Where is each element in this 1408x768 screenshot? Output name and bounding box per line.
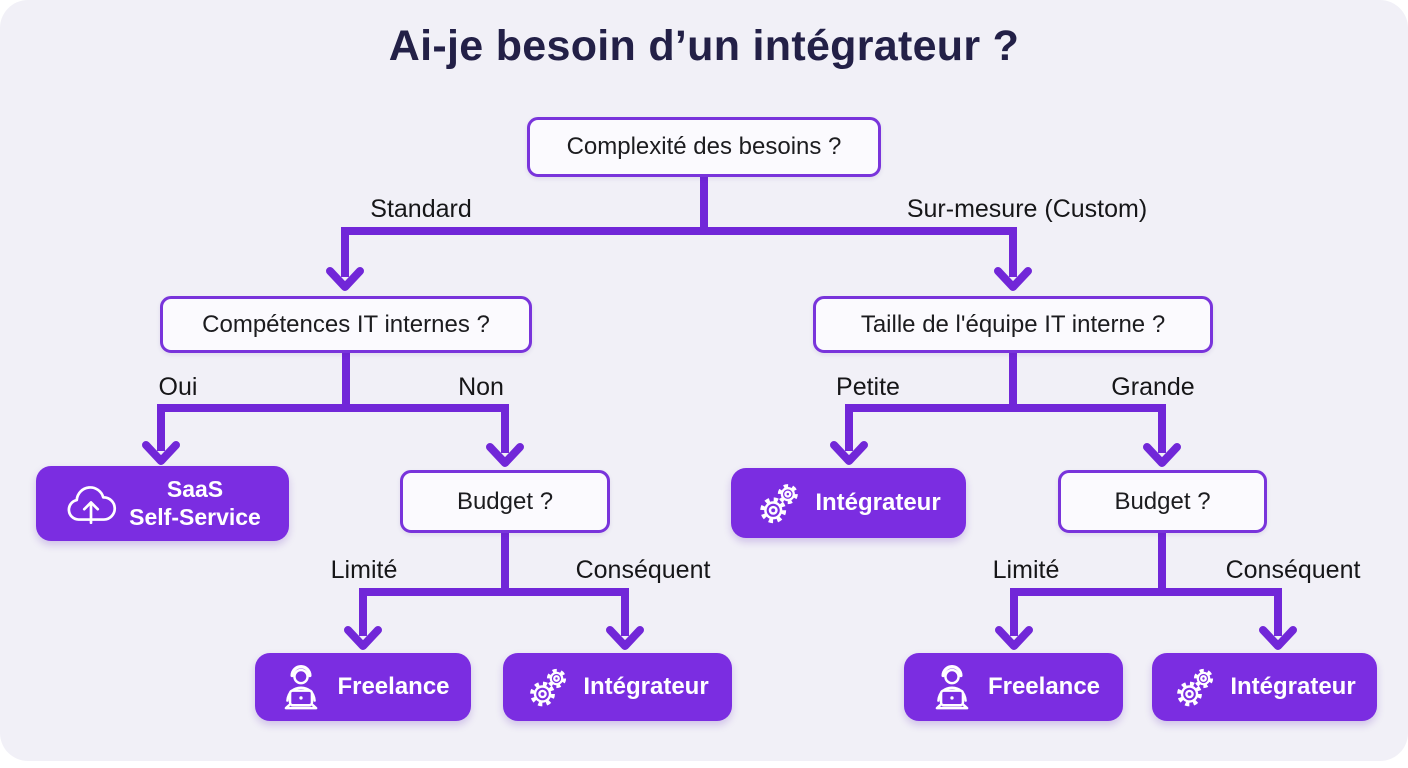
node-label: Compétences IT internes ?: [202, 310, 490, 338]
branch-label-consequent-right: Conséquent: [1225, 556, 1361, 584]
node-taille-equipe-it: Taille de l'équipe IT interne ?: [813, 296, 1213, 353]
branch-label-grande: Grande: [1111, 373, 1195, 401]
root-branches: [326, 177, 1032, 291]
gears-icon: [530, 668, 567, 707]
outcome-label: Freelance: [987, 673, 1101, 700]
outcome-saas-self-service: SaaS Self-Service: [36, 466, 289, 541]
branch-label-standard: Standard: [370, 195, 472, 223]
outcome-label: Intégrateur: [583, 673, 709, 700]
branch-label-consequent-left: Conséquent: [575, 556, 711, 584]
node-label: Budget ?: [1114, 487, 1211, 515]
branch-label-non: Non: [458, 373, 504, 401]
outcome-label: Freelance: [337, 673, 450, 700]
freelancer-laptop-icon: [285, 665, 318, 710]
node-budget-right: Budget ?: [1058, 470, 1267, 533]
node-competences-it: Compétences IT internes ?: [160, 296, 532, 353]
taille-branches: [830, 353, 1181, 467]
gears-icon: [1177, 668, 1214, 707]
outcome-integrateur-petite: Intégrateur: [731, 468, 966, 538]
branch-label-limite-left: Limité: [330, 556, 398, 584]
budget-left-branches: [344, 533, 644, 650]
branch-label-sur-mesure: Sur-mesure (Custom): [906, 195, 1148, 223]
page-title: Ai-je besoin d’un intégrateur ?: [388, 22, 1020, 70]
node-label: Budget ?: [456, 487, 554, 515]
branch-label-petite: Petite: [836, 373, 900, 401]
outcome-label: Intégrateur: [1230, 673, 1356, 700]
node-complexite-besoins: Complexité des besoins ?: [527, 117, 881, 177]
budget-right-branches: [995, 533, 1297, 650]
outcome-label: Intégrateur: [815, 489, 941, 516]
cloud-upload-icon: [67, 485, 117, 524]
node-budget-left: Budget ?: [400, 470, 610, 533]
outcome-freelance-left: Freelance: [255, 653, 471, 721]
gears-icon: [760, 484, 799, 524]
outcome-freelance-right: Freelance: [904, 653, 1123, 721]
freelancer-laptop-icon: [935, 665, 969, 710]
branch-label-oui: Oui: [158, 373, 198, 401]
competences-branches: [142, 353, 524, 467]
node-label: Complexité des besoins ?: [566, 133, 842, 160]
outcome-label: SaaS Self-Service: [129, 476, 261, 530]
outcome-integrateur-left: Intégrateur: [503, 653, 732, 721]
node-label: Taille de l'équipe IT interne ?: [860, 310, 1166, 338]
outcome-integrateur-right: Intégrateur: [1152, 653, 1377, 721]
branch-label-limite-right: Limité: [992, 556, 1060, 584]
